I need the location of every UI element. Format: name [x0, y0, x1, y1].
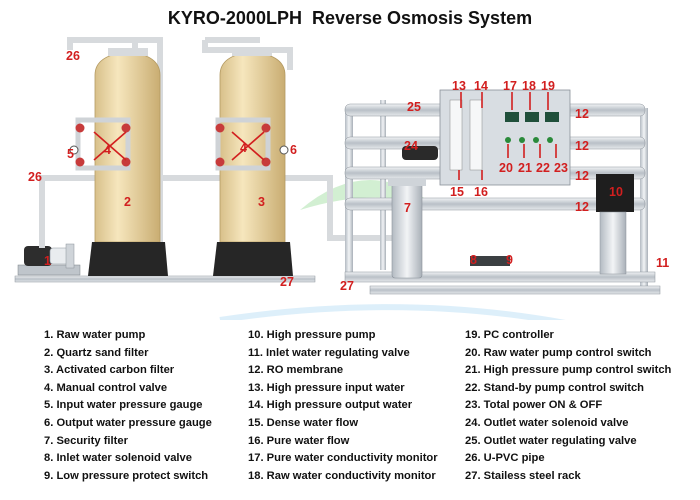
callout-13: 13 [452, 79, 466, 93]
legend-column-3: 19. PC controller 20. Raw water pump con… [465, 327, 671, 485]
callout-16: 16 [474, 185, 488, 199]
legend-item: 7. Security filter [44, 434, 128, 447]
callout-15: 15 [450, 185, 464, 199]
callout-22: 22 [536, 161, 550, 175]
callout-12b: 12 [575, 139, 589, 153]
legend-item: 26. U-PVC pipe [465, 452, 545, 465]
callout-27a: 27 [280, 275, 294, 289]
legend-item: 13. High pressure input water [248, 381, 405, 394]
callout-25: 25 [407, 100, 421, 114]
legend-item: 1. Raw water pump [44, 329, 146, 341]
legend-item: 25. Outlet water regulating valve [465, 434, 637, 447]
legend-item: 2. Quartz sand filter [44, 346, 149, 359]
legend-item: 15. Dense water flow [248, 416, 359, 429]
callout-20: 20 [499, 161, 513, 175]
legend-item: 18. Raw water conductivity monitor [248, 469, 436, 482]
legend-item: 8. Inlet water solenoid valve [44, 452, 192, 465]
legend-item: 23. Total power ON & OFF [465, 399, 603, 412]
legend-column-2: 10. High pressure pump 11. Inlet water r… [248, 327, 438, 485]
callout-10: 10 [609, 185, 623, 199]
legend-item: 3. Activated carbon filter [44, 364, 175, 377]
callout-5: 5 [67, 147, 74, 161]
callout-23: 23 [554, 161, 568, 175]
legend-item: 4. Manual control valve [44, 381, 168, 394]
callout-12d: 12 [575, 200, 589, 214]
callout-arrows [93, 92, 557, 180]
callout-2: 2 [124, 195, 131, 209]
callout-1: 1 [44, 254, 51, 268]
legend-column-1: 1. Raw water pump 2. Quartz sand filter … [44, 327, 212, 485]
ro-section [344, 89, 661, 295]
callout-24: 24 [404, 139, 418, 153]
callout-7: 7 [404, 201, 411, 215]
callout-26a: 26 [66, 49, 80, 63]
callout-19: 19 [541, 79, 555, 93]
valve-manifold-2 [215, 117, 289, 171]
ro-system-illustration: 1 2 3 4 4 5 6 7 8 9 10 11 12 12 12 12 13… [14, 37, 669, 320]
legend-item: 6. Output water pressure gauge [44, 416, 212, 429]
legend-item: 16. Pure water flow [248, 434, 350, 447]
legend-item: 21. High pressure pump control switch [465, 364, 672, 377]
legend-item: 24. Outlet water solenoid valve [465, 416, 629, 429]
legend-item: 19. PC controller [465, 329, 554, 341]
callout-18: 18 [522, 79, 536, 93]
high-pressure-pump [596, 174, 634, 275]
legend-item: 9. Low pressure protect switch [44, 469, 209, 482]
callout-9: 9 [506, 253, 513, 267]
legend-item: 5. Input water pressure gauge [44, 399, 203, 412]
outlet-solenoid-valve [402, 146, 438, 160]
callout-21: 21 [518, 161, 532, 175]
valve-manifold-1 [69, 117, 131, 171]
callout-6: 6 [290, 143, 297, 157]
callout-11: 11 [656, 256, 669, 270]
callout-27b: 27 [340, 279, 354, 293]
callout-4a: 4 [104, 143, 111, 157]
diagram-title: KYRO-2000LPH Reverse Osmosis System [167, 8, 533, 28]
callout-17: 17 [503, 79, 517, 93]
callout-14: 14 [474, 79, 488, 93]
callout-8: 8 [470, 253, 477, 267]
raw-water-pump [17, 243, 81, 276]
callout-4b: 4 [240, 141, 247, 155]
legend-item: 20. Raw water pump control switch [465, 346, 652, 359]
inlet-solenoid-valve [470, 256, 510, 266]
legend-item: 10. High pressure pump [248, 329, 376, 341]
callout-3: 3 [258, 195, 265, 209]
legend-item: 11. Inlet water regulating valve [248, 346, 410, 359]
activated-carbon-filter-tank [213, 48, 293, 276]
legend-item: 14. High pressure output water [248, 399, 413, 412]
callout-26b: 26 [28, 170, 42, 184]
callout-12c: 12 [575, 169, 589, 183]
legend-item: 12. RO membrane [248, 364, 344, 377]
legend-item: 22. Stand-by pump control switch [465, 381, 645, 394]
callout-labels: 1 2 3 4 4 5 6 7 8 9 10 11 12 12 12 12 13… [28, 49, 669, 293]
security-filter [388, 178, 426, 279]
legend-item: 17. Pure water conductivity monitor [248, 452, 438, 465]
callout-12a: 12 [575, 107, 589, 121]
legend-item: 27. Stailess steel rack [465, 469, 581, 482]
pretreatment-section [14, 37, 400, 283]
